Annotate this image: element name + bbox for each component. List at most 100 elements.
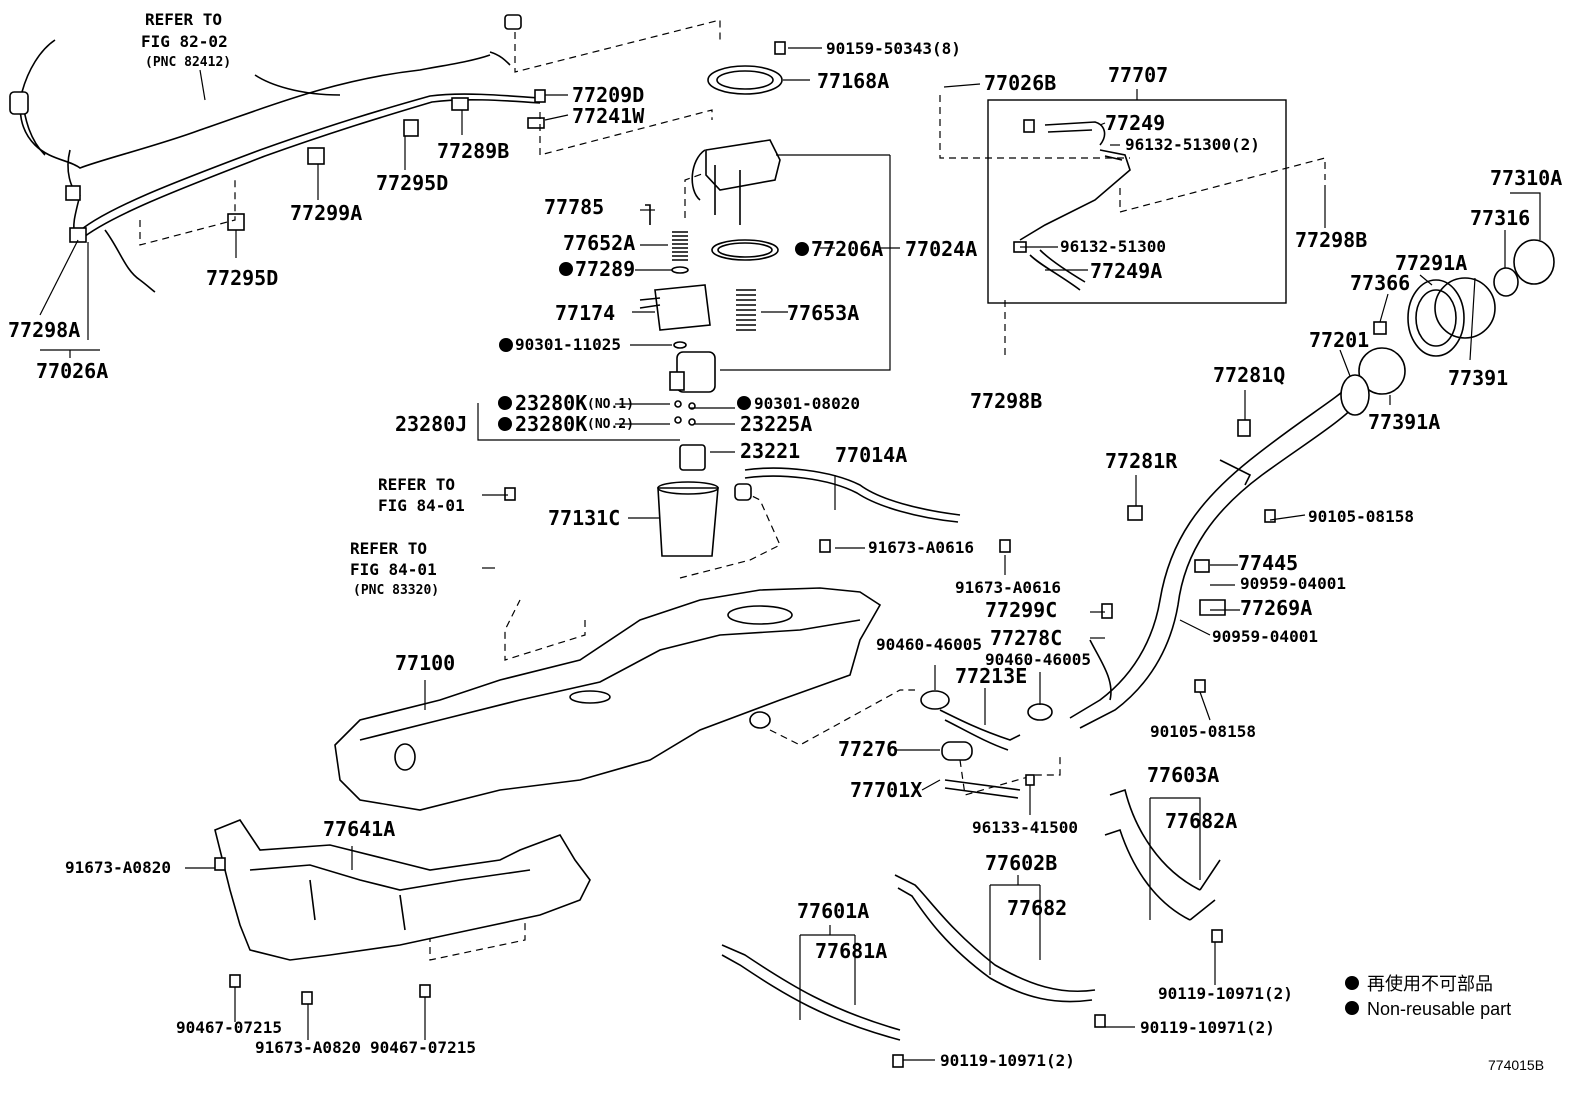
part-label[interactable]: 77024A xyxy=(905,237,977,261)
part-label[interactable]: 77682A xyxy=(1165,809,1237,833)
part-label[interactable]: 77281R xyxy=(1105,449,1178,473)
part-label[interactable]: 77026A xyxy=(36,359,108,383)
reference-fig-84-01-a: REFER TO FIG 84-01 xyxy=(378,475,465,515)
part-label[interactable]: 77295D xyxy=(376,171,448,195)
tank-hoses xyxy=(734,467,1053,799)
part-label[interactable]: 90119-10971(2) xyxy=(940,1051,1075,1070)
part-label[interactable]: 90119-10971(2) xyxy=(1158,984,1293,1003)
legend: 再使用不可部品 Non-reusable part xyxy=(1345,974,1511,1019)
part-label[interactable]: 77601A xyxy=(797,899,869,923)
part-label[interactable]: 77289 xyxy=(575,257,635,281)
part-label[interactable]: 77241W xyxy=(572,104,645,128)
part-label[interactable]: 77168A xyxy=(817,69,889,93)
part-label[interactable]: 77278C xyxy=(990,626,1062,650)
non-reusable-marker xyxy=(499,338,513,352)
ref-line: REFER TO xyxy=(145,10,222,29)
part-label[interactable]: 91673-A0820 xyxy=(255,1038,361,1057)
part-label[interactable]: 77707 xyxy=(1108,63,1168,87)
part-label[interactable]: 90460-46005 xyxy=(876,635,982,654)
legend-jp: 再使用不可部品 xyxy=(1367,974,1493,994)
part-label[interactable]: 77445 xyxy=(1238,551,1298,575)
part-label[interactable]: 77276 xyxy=(838,737,898,761)
part-label[interactable]: 90460-46005 xyxy=(985,650,1091,669)
part-label[interactable]: 77291A xyxy=(1395,251,1467,275)
part-label[interactable]: 90959-04001 xyxy=(1240,574,1346,593)
part-label[interactable]: 77391 xyxy=(1448,366,1508,390)
part-label[interactable]: 77131C xyxy=(548,506,620,530)
part-label[interactable]: 77249A xyxy=(1090,259,1162,283)
part-label[interactable]: 77391A xyxy=(1368,410,1440,434)
ref-line: FIG 82-02 xyxy=(141,32,228,51)
part-label[interactable]: 77269A xyxy=(1240,596,1312,620)
part-label[interactable]: 90105-08158 xyxy=(1150,722,1256,741)
part-label[interactable]: 91673-A0616 xyxy=(955,578,1061,597)
part-label[interactable]: 77316 xyxy=(1470,206,1530,230)
part-label[interactable]: 77298A xyxy=(8,318,80,342)
part-label[interactable]: 77366 xyxy=(1350,271,1410,295)
part-label[interactable]: 90119-10971(2) xyxy=(1140,1018,1275,1037)
heat-shield xyxy=(214,819,591,961)
part-label[interactable]: 91673-A0820 xyxy=(65,858,171,877)
non-reusable-marker xyxy=(737,396,751,410)
part-label[interactable]: 77206A xyxy=(811,237,883,261)
part-label[interactable]: 77298B xyxy=(970,389,1042,413)
part-label[interactable]: 77682 xyxy=(1007,896,1067,920)
part-labels: 77209D 77241W 77289B 77295D 77299A 77295… xyxy=(8,39,1562,1070)
part-label[interactable]: 23280K xyxy=(515,412,587,436)
ref-line: REFER TO xyxy=(350,539,427,558)
ref-line: FIG 84-01 xyxy=(378,496,465,515)
fasteners xyxy=(214,41,1276,1068)
part-label[interactable]: 77281Q xyxy=(1213,363,1285,387)
leader-lines xyxy=(39,47,1541,1061)
part-label[interactable]: 77209D xyxy=(572,83,644,107)
part-label[interactable]: 23225A xyxy=(740,412,812,436)
part-label[interactable]: 96133-41500 xyxy=(972,818,1078,837)
part-label[interactable]: 23280K xyxy=(515,391,587,415)
part-label[interactable]: 96132-51300(2) xyxy=(1125,135,1260,154)
ref-line: FIG 84-01 xyxy=(350,560,437,579)
part-label[interactable]: 77100 xyxy=(395,651,455,675)
part-label[interactable]: 77249 xyxy=(1105,111,1165,135)
part-label[interactable]: 90159-50343(8) xyxy=(826,39,961,58)
non-reusable-marker xyxy=(559,262,573,276)
legend-bullet xyxy=(1345,1001,1359,1015)
part-label[interactable]: 77299A xyxy=(290,201,362,225)
ref-line: REFER TO xyxy=(378,475,455,494)
part-label[interactable]: 77298B xyxy=(1295,228,1367,252)
part-label[interactable]: 90301-11025 xyxy=(515,335,621,354)
part-label[interactable]: 77201 xyxy=(1309,328,1369,352)
reference-fig-84-01-b: REFER TO FIG 84-01 (PNC 83320) xyxy=(350,539,439,598)
part-label[interactable]: 23221 xyxy=(740,439,800,463)
ref-line: (PNC 83320) xyxy=(353,583,439,598)
part-label[interactable]: 77681A xyxy=(815,939,887,963)
legend-bullet xyxy=(1345,976,1359,990)
part-label[interactable]: 77602B xyxy=(985,851,1057,875)
fuel-pump-assembly xyxy=(639,65,783,557)
part-label[interactable]: 77213E xyxy=(955,664,1027,688)
tank-straps xyxy=(721,788,1221,1041)
part-label[interactable]: 91673-A0616 xyxy=(868,538,974,557)
part-label[interactable]: 96132-51300 xyxy=(1060,237,1166,256)
fuel-tank xyxy=(334,587,882,811)
part-label[interactable]: 77289B xyxy=(437,139,509,163)
part-label[interactable]: 77026B xyxy=(984,71,1056,95)
part-label[interactable]: 77603A xyxy=(1147,763,1219,787)
part-label[interactable]: 90467-07215 xyxy=(176,1018,282,1037)
part-label[interactable]: 77174 xyxy=(555,301,615,325)
part-label[interactable]: 77295D xyxy=(206,266,278,290)
part-label[interactable]: 77310A xyxy=(1490,166,1562,190)
part-label[interactable]: 77785 xyxy=(544,195,604,219)
part-label[interactable]: 90301-08020 xyxy=(754,394,860,413)
part-label[interactable]: 77653A xyxy=(787,301,859,325)
non-reusable-marker xyxy=(498,396,512,410)
part-label[interactable]: 90105-08158 xyxy=(1308,507,1414,526)
part-label[interactable]: 90467-07215 xyxy=(370,1038,476,1057)
part-label[interactable]: 77652A xyxy=(563,231,635,255)
part-label[interactable]: 77641A xyxy=(323,817,395,841)
part-label[interactable]: 23280J xyxy=(395,412,467,436)
part-label[interactable]: 77701X xyxy=(850,778,922,802)
part-label[interactable]: 77014A xyxy=(835,443,907,467)
part-label[interactable]: 90959-04001 xyxy=(1212,627,1318,646)
part-label[interactable]: 77299C xyxy=(985,598,1057,622)
